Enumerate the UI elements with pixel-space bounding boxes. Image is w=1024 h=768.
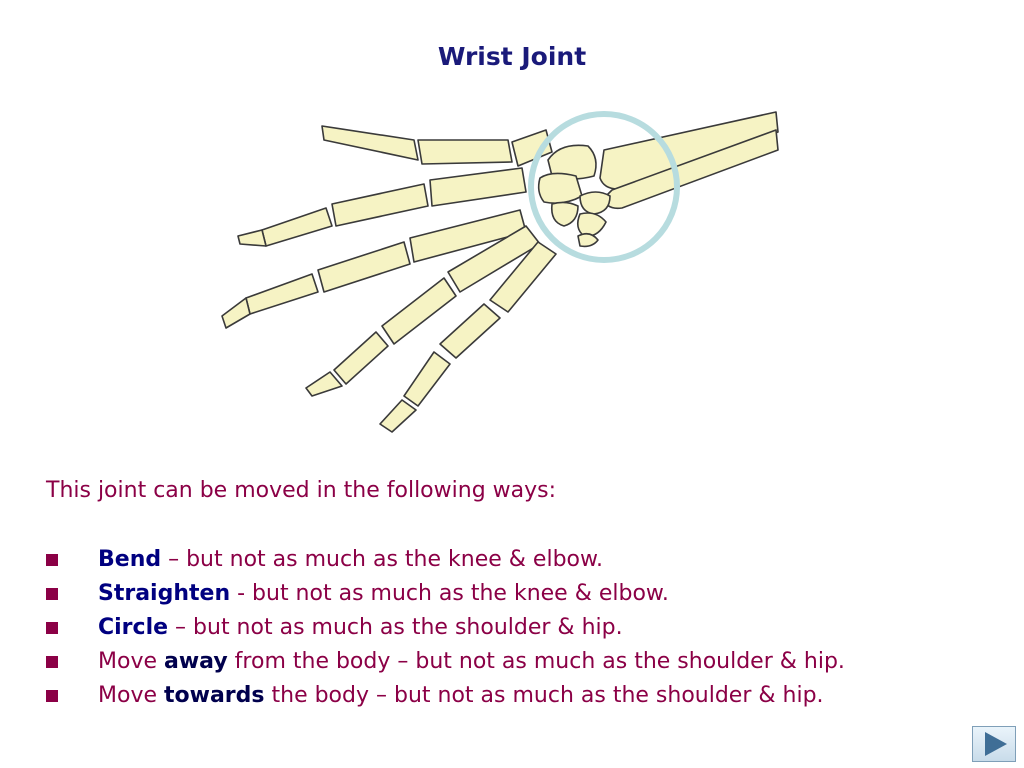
square-bullet-icon xyxy=(46,588,58,600)
middle-tip xyxy=(245,273,319,315)
thumb-tip xyxy=(321,125,419,161)
carpal-bone xyxy=(576,212,607,238)
bullet-keyword: towards xyxy=(164,683,265,708)
intro-text: This joint can be moved in the following… xyxy=(46,478,557,503)
carpal-bone xyxy=(577,232,599,248)
slide-title: Wrist Joint xyxy=(437,42,587,71)
index-tip xyxy=(261,207,333,247)
little-distal xyxy=(379,399,417,433)
little-proximal-phalanx xyxy=(439,303,501,359)
list-item: Move away from the body – but not as muc… xyxy=(46,647,845,681)
square-bullet-icon xyxy=(46,554,58,566)
movement-list: Bend – but not as much as the knee & elb… xyxy=(46,545,845,715)
little-tip xyxy=(403,351,451,407)
square-bullet-icon xyxy=(46,690,58,702)
square-bullet-icon xyxy=(46,622,58,634)
bullet-text: from the body – but not as much as the s… xyxy=(227,649,845,674)
list-item: Circle – but not as much as the shoulder… xyxy=(46,613,845,647)
thumb-phalanx xyxy=(417,139,513,165)
wrist-highlight-circle xyxy=(528,111,680,263)
bullet-keyword: Straighten xyxy=(98,581,231,606)
bullet-prefix: Move xyxy=(98,649,164,674)
list-item: Move towards the body – but not as much … xyxy=(46,681,845,715)
little-metacarpal xyxy=(489,241,557,313)
bullet-prefix: Move xyxy=(98,683,164,708)
ring-tip xyxy=(333,331,389,385)
index-proximal-phalanx xyxy=(331,183,429,227)
carpal-bone xyxy=(537,172,583,204)
square-bullet-icon xyxy=(46,656,58,668)
list-item: Bend – but not as much as the knee & elb… xyxy=(46,545,845,579)
index-metacarpal xyxy=(429,167,527,207)
carpal-bone xyxy=(579,191,611,215)
index-distal xyxy=(237,229,267,247)
list-item: Straighten - but not as much as the knee… xyxy=(46,579,845,613)
bullet-text: - but not as much as the knee & elbow. xyxy=(230,581,669,606)
thumb-metacarpal xyxy=(511,129,553,167)
play-arrow-icon xyxy=(985,732,1007,756)
carpal-bone xyxy=(550,201,579,227)
bullet-keyword: Bend xyxy=(98,547,162,572)
middle-proximal-phalanx xyxy=(317,241,411,293)
hand-skeleton-illustration xyxy=(221,111,779,433)
middle-distal xyxy=(221,297,251,329)
bullet-text: the body – but not as much as the should… xyxy=(264,683,824,708)
ring-distal xyxy=(305,371,343,397)
bullet-text: – but not as much as the knee & elbow. xyxy=(161,547,603,572)
next-slide-button[interactable] xyxy=(972,726,1016,762)
bullet-keyword: Circle xyxy=(98,615,169,640)
ring-proximal-phalanx xyxy=(381,277,457,345)
bullet-text: – but not as much as the shoulder & hip. xyxy=(168,615,623,640)
bullet-keyword: away xyxy=(164,649,228,674)
